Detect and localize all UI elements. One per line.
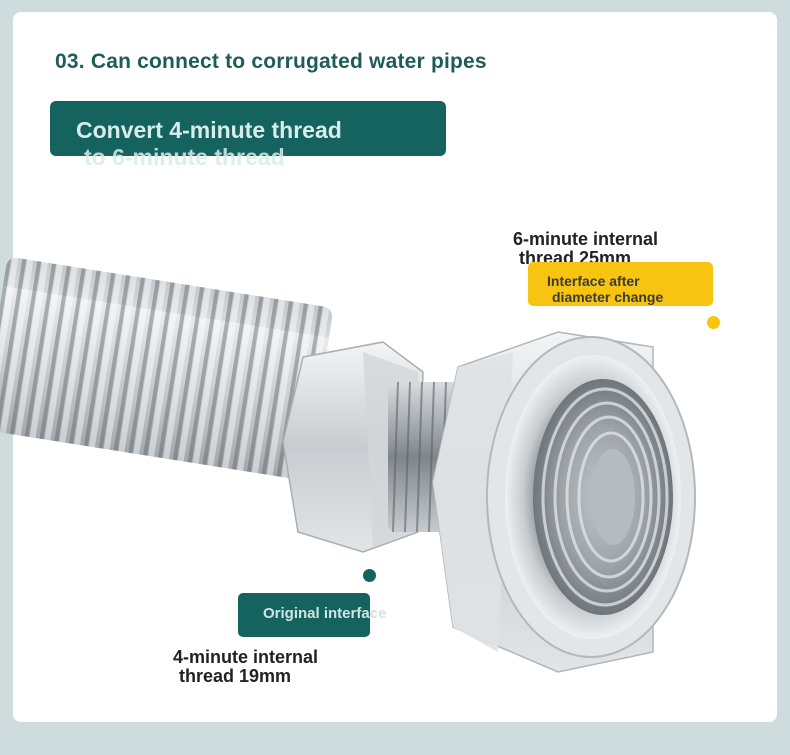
banner-line-2: to 6-minute thread (84, 144, 285, 170)
product-card: 03. Can connect to corrugated water pipe… (0, 12, 777, 722)
bottom-thread-label-line-1: 4-minute internal (173, 647, 319, 667)
green-marker-dot (363, 569, 376, 582)
bottom-thread-label-line-2: thread 19mm (179, 666, 292, 686)
original-interface-badge: Original interface (238, 593, 386, 637)
bottom-thread-label: 4-minute internal thread 19mm (173, 648, 318, 686)
interface-after-badge: Interface after diameter change (528, 262, 713, 306)
section-heading: 03. Can connect to corrugated water pipe… (55, 50, 487, 73)
original-interface-label: Original interface (263, 605, 387, 622)
hose-fitting-illustration (0, 257, 696, 673)
yellow-marker-dot (707, 316, 720, 329)
interface-after-line-2: diameter change (552, 289, 664, 305)
interface-after-line-1: Interface after (547, 273, 640, 289)
conversion-banner: Convert 4-minute thread to 6-minute thre… (50, 101, 446, 170)
top-thread-label-line-1: 6-minute internal (513, 229, 659, 249)
banner-line-1: Convert 4-minute thread (76, 117, 342, 143)
